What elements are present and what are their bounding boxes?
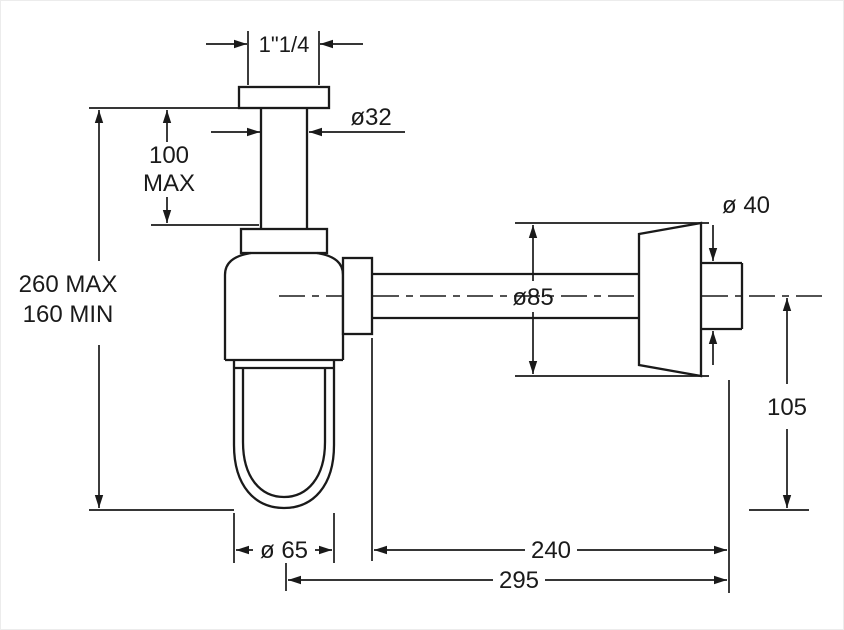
- depth-295-label: 295: [499, 567, 539, 594]
- outlet-height-label: 105: [767, 394, 807, 421]
- dim-inlet-diameter: ø32: [211, 104, 405, 137]
- thread-size-label: 1"1/4: [259, 32, 310, 57]
- outlet-nut: [341, 256, 374, 336]
- trap-cup-outer-wall: [232, 360, 336, 510]
- body-diameter-label: ø85: [512, 284, 553, 311]
- inlet-diameter-label: ø32: [350, 104, 391, 131]
- outlet-assembly: [341, 221, 744, 378]
- inlet-height-value-label: 100: [149, 142, 189, 169]
- dim-outlet-height: 105: [749, 298, 809, 511]
- dim-depth-295: 295: [285, 563, 727, 594]
- inlet-assembly: [237, 85, 331, 255]
- cup-diameter-label: ø 65: [260, 537, 308, 564]
- dim-inlet-height: 100 MAX: [143, 110, 259, 226]
- inlet-height-qualifier-label: MAX: [143, 170, 195, 197]
- trap-body: [223, 251, 345, 510]
- wall-rosette: [637, 221, 703, 378]
- dim-body-diameter: ø85: [512, 222, 709, 377]
- trap-cup-inner-wall: [241, 368, 327, 499]
- depth-240-label: 240: [531, 537, 571, 564]
- body-right-wall: [316, 251, 345, 360]
- dim-depth-240: 240: [371, 338, 730, 593]
- outlet-diameter-label: ø 40: [722, 192, 770, 219]
- overall-height-max-label: 260 MAX: [19, 271, 118, 298]
- overall-height-min-label: 160 MIN: [23, 301, 114, 328]
- dim-cup-diameter: ø 65: [233, 513, 335, 564]
- dim-overall-height: 260 MAX 160 MIN: [19, 107, 239, 511]
- body-left-wall: [223, 251, 252, 360]
- inlet-flange-nut: [237, 85, 331, 110]
- trap-top-nut: [239, 227, 329, 255]
- dim-thread-size: 1"1/4: [206, 31, 363, 85]
- dim-outlet-diameter: ø 40: [708, 192, 770, 365]
